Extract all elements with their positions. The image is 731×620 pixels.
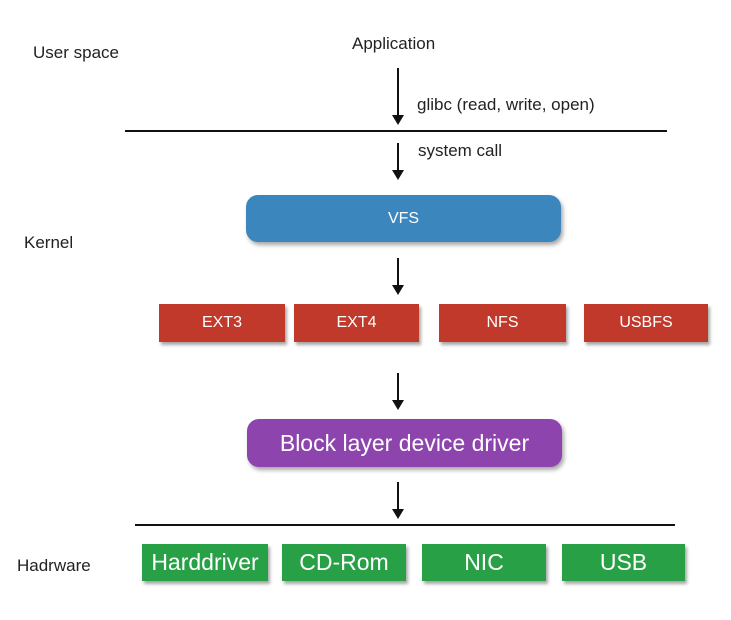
hardware-label: CD-Rom — [299, 549, 389, 575]
filesystem-box-nfs: NFS — [439, 304, 566, 342]
filesystem-label: EXT4 — [336, 314, 377, 331]
application-label: Application — [352, 34, 436, 53]
down-arrow-icon — [392, 258, 404, 295]
hardware-box-usb: USB — [562, 544, 685, 581]
hardware-label: NIC — [464, 549, 504, 575]
block-layer-box: Block layer device driver — [247, 419, 562, 467]
kernel-label: Kernel — [24, 233, 74, 252]
filesystem-label: EXT3 — [201, 314, 242, 331]
user-space-label: User space — [33, 43, 119, 62]
filesystem-label: USBFS — [619, 314, 673, 331]
vfs-label: VFS — [387, 209, 420, 227]
filesystem-box-usbfs: USBFS — [584, 304, 708, 342]
vfs-box: VFS — [246, 195, 561, 242]
filesystem-box-ext3: EXT3 — [159, 304, 285, 342]
hardware-label: Harddriver — [151, 549, 259, 575]
down-arrow-icon — [392, 68, 404, 125]
glibc-label: glibc (read, write, open) — [417, 95, 595, 114]
down-arrow-icon — [392, 143, 404, 180]
down-arrow-icon — [392, 373, 404, 410]
hardware-label: USB — [599, 549, 648, 575]
hardware-box-cdrom: CD-Rom — [282, 544, 406, 581]
user-kernel-boundary-line — [125, 130, 667, 132]
filesystem-box-ext4: EXT4 — [294, 304, 419, 342]
system-call-label: system call — [418, 141, 503, 160]
kernel-hardware-boundary-line — [135, 524, 675, 526]
block-layer-label: Block layer device driver — [279, 429, 530, 456]
hardware-label: Hadrware — [17, 556, 91, 575]
filesystem-label: NFS — [486, 314, 519, 331]
hardware-box-harddriver: Harddriver — [142, 544, 268, 581]
hardware-box-nic: NIC — [422, 544, 546, 581]
down-arrow-icon — [392, 482, 404, 519]
